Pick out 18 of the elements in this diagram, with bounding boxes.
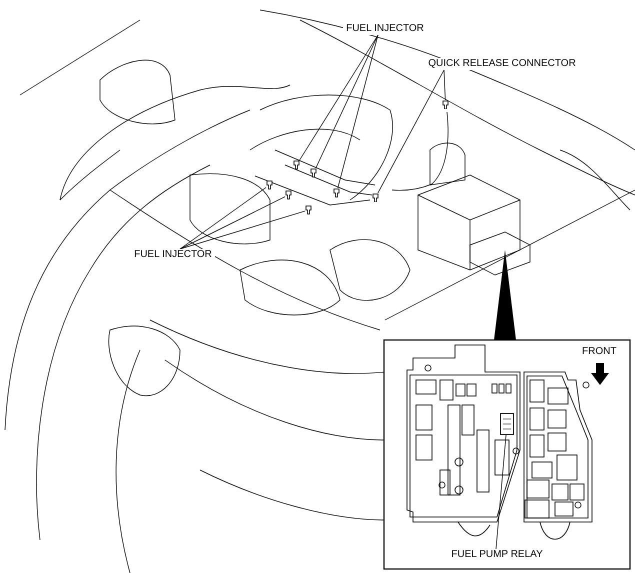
injector-drawing bbox=[305, 205, 312, 215]
injector-drawing bbox=[310, 168, 317, 178]
leader-line bbox=[337, 34, 378, 188]
leader-line bbox=[378, 70, 444, 194]
leader-line bbox=[299, 34, 378, 160]
connector-drawing bbox=[442, 100, 449, 109]
leader-line bbox=[315, 34, 378, 168]
leader-line bbox=[180, 210, 306, 250]
injector-drawing bbox=[266, 180, 273, 190]
relay-drawing bbox=[500, 413, 514, 435]
leader-line bbox=[180, 187, 266, 250]
leader-line bbox=[180, 196, 286, 250]
injector-drawing bbox=[285, 190, 292, 200]
injector-drawing bbox=[333, 188, 340, 198]
leader-line bbox=[444, 70, 446, 100]
connector-drawing bbox=[372, 193, 379, 202]
injector-drawing bbox=[293, 160, 300, 170]
leader-line bbox=[496, 434, 506, 550]
